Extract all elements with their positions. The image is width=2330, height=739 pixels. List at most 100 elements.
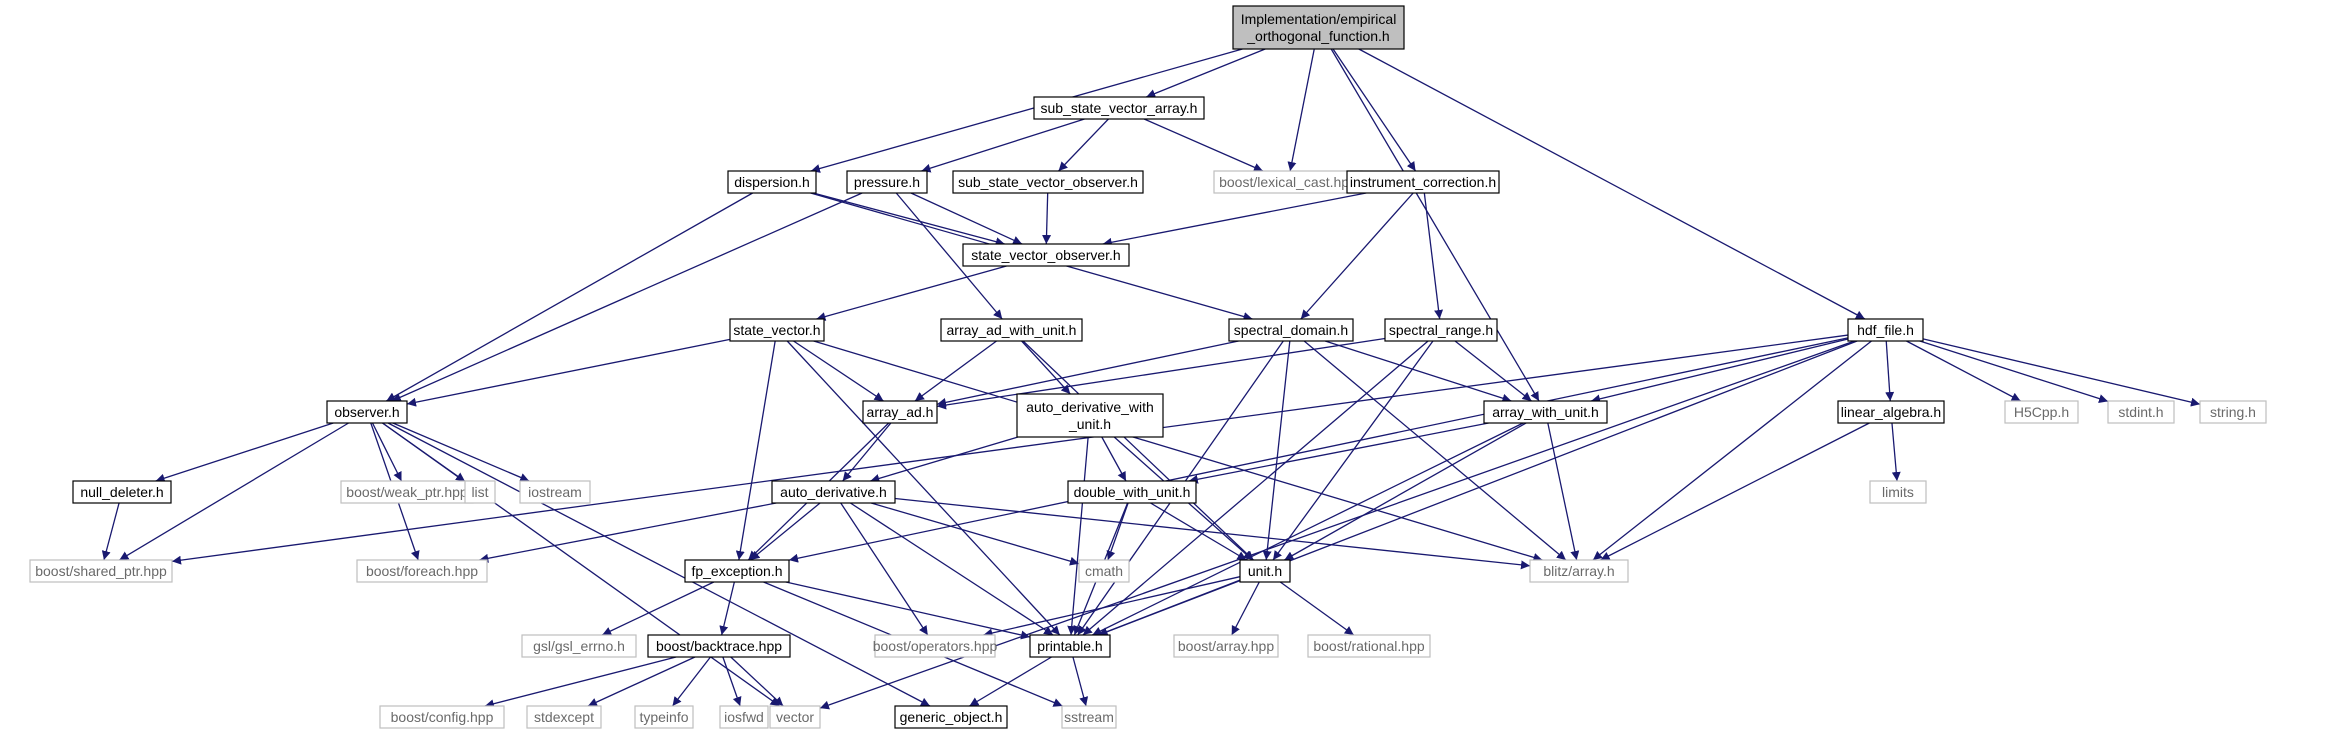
node-label: sstream [1064,709,1114,725]
node-auto-derivative-with-unit[interactable]: auto_derivative_with_unit.h [1016,393,1164,438]
node-box [464,480,496,504]
edge-hdf-file-to-array-with-unit [1590,338,1849,404]
node-generic-object[interactable]: generic_object.h [894,705,1008,729]
edge-unit-to-printable [1098,580,1241,636]
node-stdint: stdint.h [2107,400,2175,424]
edge-state-vector-observer-to-state-vector [816,265,1007,321]
node-linear-algebra[interactable]: linear_algebra.h [1837,400,1945,424]
node-label: sub_state_vector_observer.h [958,174,1138,190]
node-label: H5Cpp.h [2014,404,2069,420]
node-label: limits [1882,484,1914,500]
node-sub-state-vector-observer[interactable]: sub_state_vector_observer.h [952,170,1144,194]
node-hdf-file[interactable]: hdf_file.h [1847,318,1924,342]
edge-state-vector-to-blitz-array [813,340,1543,562]
node-label: null_deleter.h [80,484,163,500]
edge-root-to-sub-state-vector-array [1146,48,1266,98]
node-state-vector-observer[interactable]: state_vector_observer.h [962,243,1130,267]
node-box [1033,96,1205,120]
node-array-ad-with-unit[interactable]: array_ad_with_unit.h [940,318,1083,342]
edge-unit-to-operators [983,576,1241,638]
node-spectral-range[interactable]: spectral_range.h [1384,318,1498,342]
dependency-edges [101,48,2201,710]
edge-auto-derivative-with-unit-to-auto-derivative [870,436,1019,483]
node-box [526,705,602,729]
edge-observer-to-iostream [392,422,530,482]
node-gsl-errno: gsl/gsl_errno.h [521,634,637,658]
node-box [2107,400,2175,424]
edge-pressure-to-array-ad-with-unit [895,192,1003,320]
node-label: boost/array.hpp [1178,638,1274,654]
node-box [1029,634,1111,658]
node-box [1078,559,1130,583]
node-box [29,559,173,583]
node-label: boost/backtrace.hpp [656,638,782,654]
node-state-vector[interactable]: state_vector.h [729,318,825,342]
node-box [862,400,938,424]
node-box [1228,318,1354,342]
node-iostream: iostream [519,480,591,504]
edge-auto-derivative-to-foreach [479,502,777,563]
edge-auto-derivative-to-cmath [870,502,1080,566]
node-box [727,170,817,194]
edge-fp-exception-to-backtrace [719,581,735,636]
node-null-deleter[interactable]: null_deleter.h [72,480,172,504]
node-observer[interactable]: observer.h [326,400,408,424]
node-sub-state-vector-array[interactable]: sub_state_vector_array.h [1033,96,1205,120]
edge-dispersion-to-observer [386,192,753,402]
edge-spectral-range-to-printable [1082,340,1429,636]
node-box [1847,318,1924,342]
node-iosfwd: iosfwd [719,705,769,729]
node-box [519,480,591,504]
node-array-with-unit[interactable]: array_with_unit.h [1483,400,1608,424]
edge-spectral-domain-to-blitz-array [1303,340,1567,561]
node-pressure[interactable]: pressure.h [846,170,928,194]
node-label: boost/config.hpp [391,709,494,725]
edge-hdf-file-to-shared-ptr [171,334,1849,565]
edge-null-deleter-to-shared-ptr [101,502,120,561]
node-box [1869,480,1927,504]
node-box [874,634,996,658]
node-array-ad[interactable]: array_ad.h [862,400,938,424]
node-label: auto_derivative_with [1026,399,1154,415]
node-box [719,705,769,729]
node-double-with-unit[interactable]: double_with_unit.h [1067,480,1197,504]
node-label: spectral_domain.h [1234,322,1348,338]
node-spectral-domain[interactable]: spectral_domain.h [1228,318,1354,342]
node-box [1837,400,1945,424]
edge-hdf-file-to-fp-exception [788,337,1849,563]
root-node[interactable]: Implementation/empirical_orthogonal_func… [1232,5,1405,50]
edge-auto-derivative-to-operators [840,502,929,636]
edge-pressure-to-observer [391,192,863,402]
node-label: dispersion.h [734,174,810,190]
edge-root-to-instrument-correction [1332,48,1417,172]
edge-array-ad-with-unit-to-auto-derivative-with-unit [1021,340,1071,395]
edge-instrument-correction-to-spectral-domain [1300,192,1414,320]
node-printable[interactable]: printable.h [1029,634,1111,658]
node-list: list [464,480,496,504]
edge-state-vector-to-array-ad [793,340,884,402]
node-dispersion[interactable]: dispersion.h [727,170,817,194]
node-label: double_with_unit.h [1074,484,1191,500]
node-label: typeinfo [639,709,688,725]
node-label: fp_exception.h [691,563,782,579]
node-operators: boost/operators.hpp [873,634,997,658]
node-unit[interactable]: unit.h [1239,559,1291,583]
node-instrument-correction[interactable]: instrument_correction.h [1346,170,1500,194]
node-box [379,705,505,729]
node-label: iostream [528,484,582,500]
node-backtrace[interactable]: boost/backtrace.hpp [647,634,791,658]
edge-array-with-unit-to-unit [1284,422,1527,561]
node-label: cmath [1085,563,1123,579]
node-boost-array: boost/array.hpp [1173,634,1279,658]
node-auto-derivative[interactable]: auto_derivative.h [771,480,896,504]
edge-unit-to-rational [1279,581,1355,636]
node-label: linear_algebra.h [1841,404,1941,420]
node-fp-exception[interactable]: fp_exception.h [684,559,790,583]
node-box [1232,5,1405,50]
edge-observer-to-generic-object [387,422,931,707]
edge-sub-state-vector-array-to-sub-state-vector-observer [1058,118,1109,172]
node-label: auto_derivative.h [780,484,887,500]
node-box [1307,634,1431,658]
edge-array-with-unit-to-double-with-unit [1188,422,1489,484]
node-label: boost/rational.hpp [1313,638,1425,654]
